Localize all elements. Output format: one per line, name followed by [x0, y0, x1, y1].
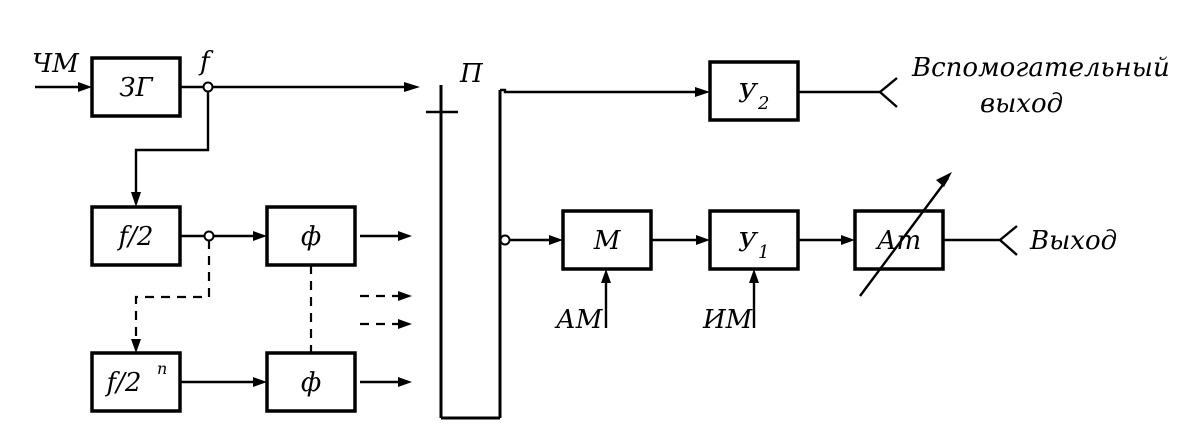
main-output-label: Выход: [1029, 226, 1117, 256]
shaper-1-block: [265, 205, 357, 267]
switch-label: П: [459, 59, 484, 89]
node-f2: [203, 230, 215, 242]
div2n-exponent: n: [157, 359, 167, 378]
connection-lines: [35, 77, 1018, 387]
modulator-label: М: [593, 226, 622, 256]
amplifier-2-label: У: [738, 79, 759, 109]
amplifier-2-subscript: 2: [757, 93, 769, 114]
aux-output-label-line2: выход: [980, 89, 1063, 119]
amplifier-1-label: У: [738, 228, 759, 258]
div2n-base: f/2: [105, 368, 142, 398]
am-input-label: АМ: [554, 305, 604, 335]
shaper-2-label: ф: [301, 368, 321, 398]
div2n-label: f/2: [105, 368, 142, 398]
divider-f2-block: [90, 205, 182, 267]
switch-bracket: [426, 85, 502, 420]
attenuator-label: Ат: [875, 226, 921, 256]
dashed-links: [131, 240, 412, 353]
fm-input-label: ЧМ: [32, 49, 80, 79]
node-switch: [499, 234, 511, 246]
div2-label: f/2: [117, 222, 154, 252]
amplifier-2-block: [708, 60, 800, 122]
shaper-1-label: ф: [301, 222, 321, 252]
f-node-label: f: [198, 47, 214, 77]
aux-output-label-line1: Вспомогательный: [911, 53, 1170, 83]
generator-label: ЗГ: [119, 73, 153, 103]
node-f: [202, 81, 214, 93]
pm-input-label: ИМ: [702, 305, 754, 335]
amplifier-1-subscript: 1: [758, 242, 769, 263]
